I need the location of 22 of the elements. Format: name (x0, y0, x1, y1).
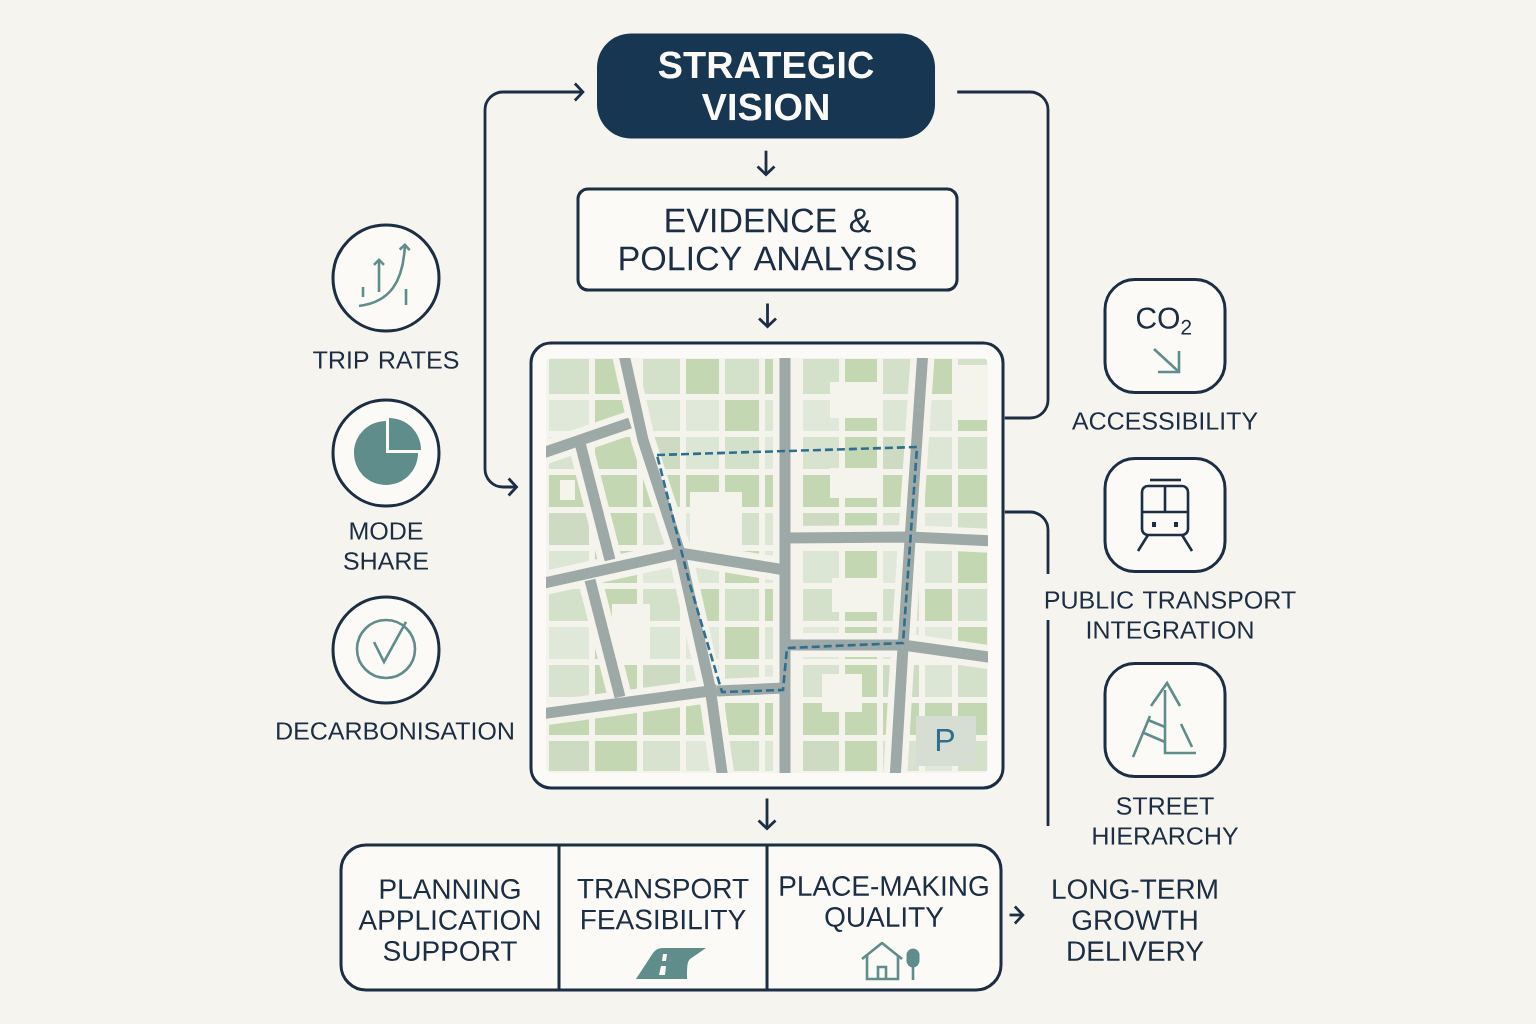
connector (1009, 905, 1025, 925)
icon-caption: STREET HIERARCHY (1093, 797, 1239, 845)
icon-caption: TRIP RATES (313, 351, 459, 369)
connector (756, 150, 776, 177)
icon-caption: MODE SHARE (344, 522, 428, 570)
connector (1003, 510, 1050, 828)
connector (957, 90, 1050, 420)
heading-box: STRATEGIC VISION (597, 33, 935, 139)
panel-frame (339, 843, 1003, 992)
stage-label: PLANNING APPLICATION SUPPORT (358, 879, 540, 961)
icon-caption: PUBLIC TRANSPORT INTEGRATION (1045, 591, 1296, 639)
stage-label: TRANSPORT FEASIBILITY (577, 878, 749, 930)
icon-caption: ACCESSIBILITY (1071, 412, 1258, 430)
connector (758, 303, 777, 329)
formula-text: CO$_{2}$ (1136, 307, 1192, 335)
connector (483, 82, 585, 497)
connector (757, 798, 777, 831)
icon-caption: DECARBONISATION (277, 722, 513, 740)
stage-label: PLACE-MAKING QUALITY (780, 876, 988, 932)
parking-label: P (936, 729, 954, 751)
process-box: EVIDENCE & POLICY ANALYSIS (576, 187, 959, 292)
outcome-text: LONG-TERM GROWTH DELIVERY (1053, 879, 1217, 961)
